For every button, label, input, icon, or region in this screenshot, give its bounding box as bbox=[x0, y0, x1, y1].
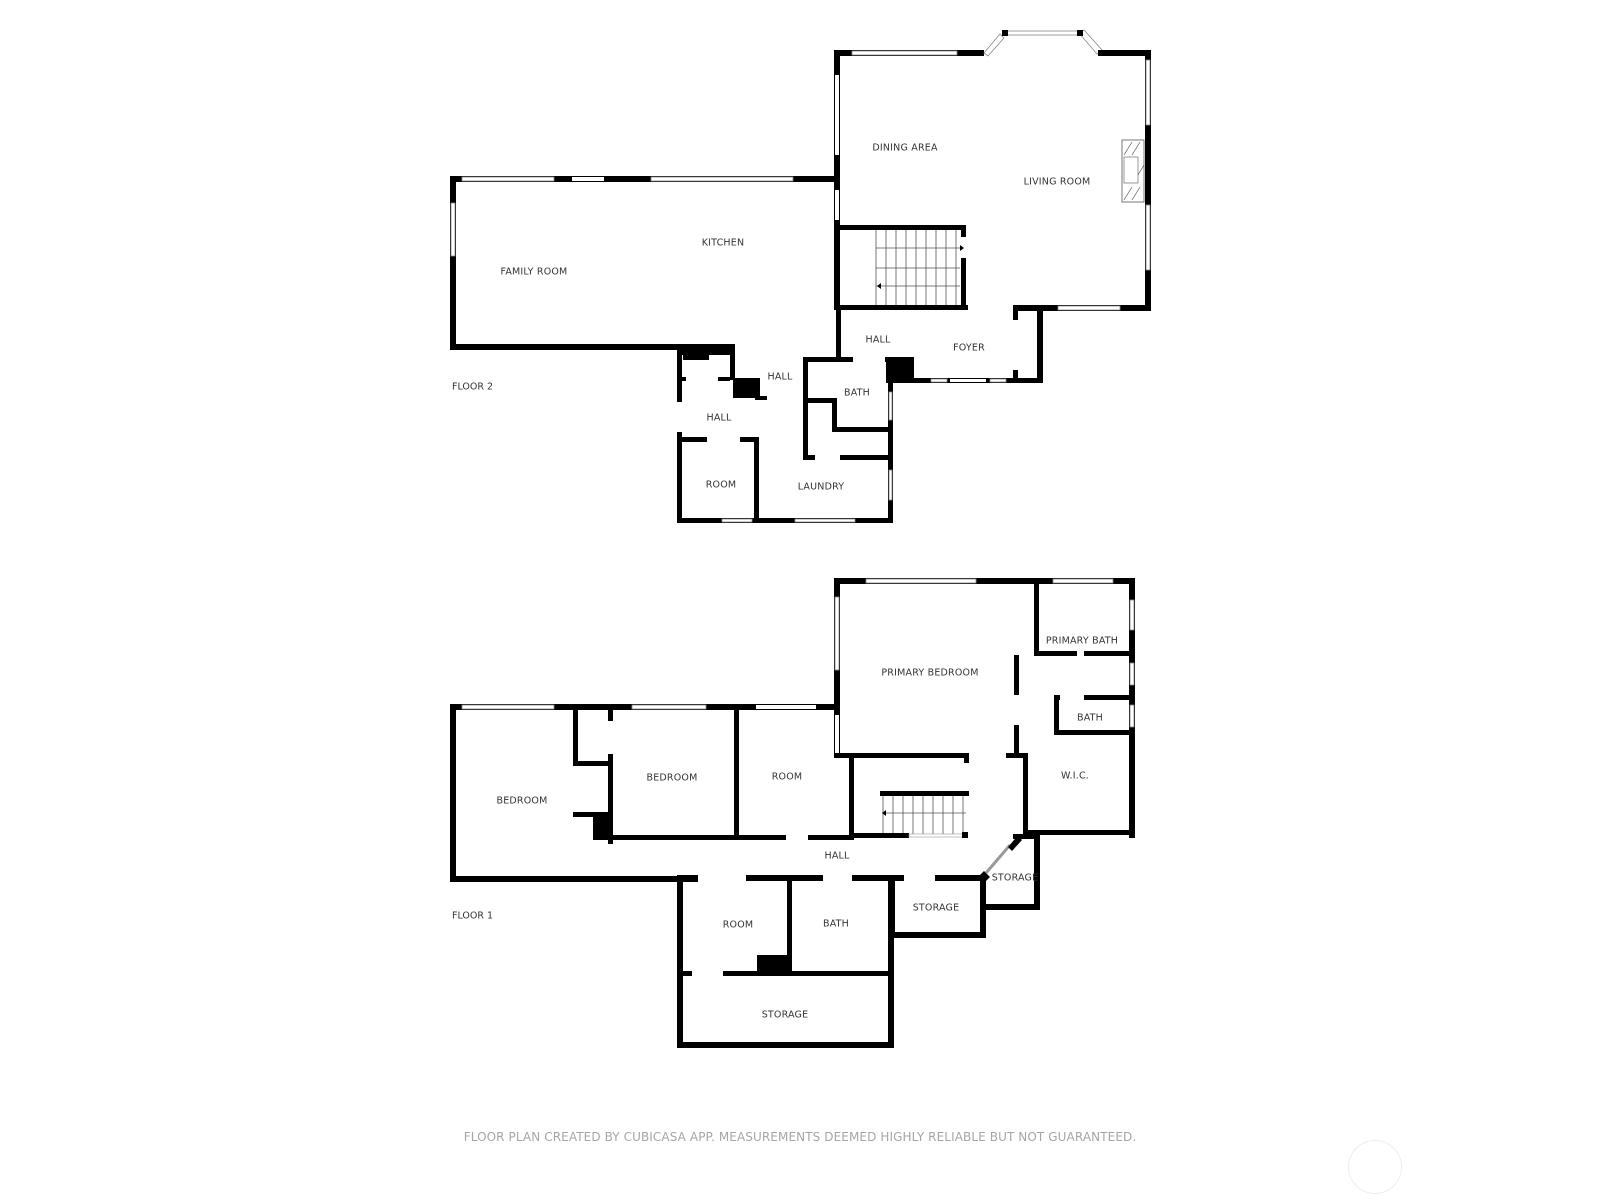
room-label-hall-left: HALL bbox=[706, 413, 732, 424]
room-label-room: ROOM bbox=[706, 480, 737, 491]
floor-2-label: FLOOR 2 bbox=[452, 382, 493, 393]
room-label-wic: W.I.C. bbox=[1061, 771, 1089, 782]
room-label-living-room: LIVING ROOM bbox=[1024, 177, 1091, 188]
disclaimer-footer: FLOOR PLAN CREATED BY CUBICASA APP. MEAS… bbox=[463, 1130, 1137, 1144]
room-label-storage-right: STORAGE bbox=[992, 873, 1039, 884]
room-label-dining-area: DINING AREA bbox=[872, 143, 938, 154]
room-label-bedroom-left: BEDROOM bbox=[497, 796, 548, 807]
room-label-laundry: LAUNDRY bbox=[798, 482, 845, 493]
room-label-bath-small: BATH bbox=[1077, 713, 1103, 724]
room-label-hall: HALL bbox=[824, 851, 850, 862]
floor-2-plan: FLOOR 2 bbox=[450, 29, 1151, 523]
room-label-family-room: FAMILY ROOM bbox=[501, 267, 568, 278]
room-label-bath: BATH bbox=[844, 388, 870, 399]
room-label-primary-bedroom: PRIMARY BEDROOM bbox=[881, 668, 978, 679]
room-label-primary-bath: PRIMARY BATH bbox=[1046, 636, 1118, 647]
room-label-storage-middle: STORAGE bbox=[913, 903, 960, 914]
room-label-bedroom-middle: BEDROOM bbox=[647, 773, 698, 784]
floor-1-plan: FLOOR 1 bbox=[450, 578, 1135, 1048]
room-label-storage-bottom: STORAGE bbox=[762, 1010, 809, 1021]
compass-icon bbox=[1348, 1140, 1402, 1194]
room-label-hall-upper: HALL bbox=[865, 335, 891, 346]
room-label-bath-lower: BATH bbox=[823, 919, 849, 930]
room-label-room-upper: ROOM bbox=[772, 772, 803, 783]
room-label-foyer: FOYER bbox=[953, 343, 985, 354]
floor-1-label: FLOOR 1 bbox=[452, 911, 493, 922]
room-label-kitchen: KITCHEN bbox=[702, 238, 745, 249]
room-label-hall-middle: HALL bbox=[767, 372, 793, 383]
room-label-room-lower: ROOM bbox=[723, 920, 754, 931]
